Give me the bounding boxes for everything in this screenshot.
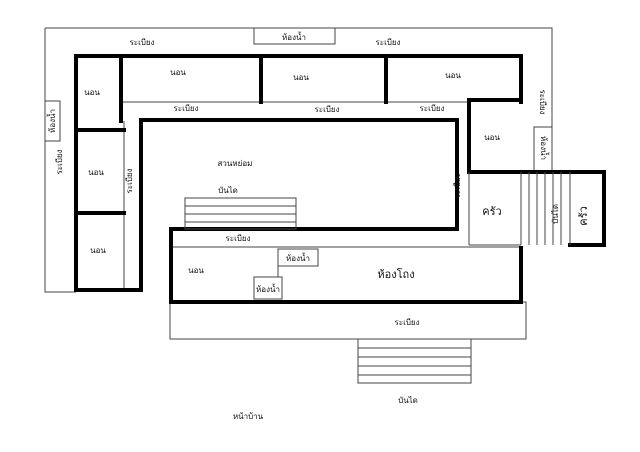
bedroom-2-label: นอน bbox=[293, 73, 309, 82]
stairs-right bbox=[528, 172, 562, 245]
veranda-left-label: ระเบียง bbox=[55, 149, 64, 174]
hall-label: ห้องโถง bbox=[377, 267, 414, 281]
veranda-inner-2-label: ระเบียง bbox=[315, 105, 340, 114]
bathroom-left-box bbox=[44, 100, 61, 142]
bedroom-1-label: นอน bbox=[170, 68, 186, 77]
bedroom-left-top-label: นอน bbox=[84, 88, 100, 97]
bathroom-right-label: ห้องน้ำ bbox=[539, 136, 550, 160]
veranda-top-right-label: ระเบียง bbox=[376, 38, 401, 47]
kitchen-left-label: ครัว bbox=[482, 205, 501, 218]
veranda-top-left-label: ระเบียง bbox=[130, 38, 155, 47]
bedroom-left-bottom-label: นอน bbox=[90, 246, 106, 255]
kitchen-right-label: ครัว bbox=[577, 206, 590, 225]
bedroom-3-label: นอน bbox=[445, 71, 461, 80]
bedroom-bottom-label: นอน bbox=[188, 266, 204, 275]
bathroom-bottom-2-label: ห้องน้ำ bbox=[256, 283, 280, 294]
stairs-center bbox=[184, 197, 297, 230]
veranda-inner-3-label: ระเบียง bbox=[420, 104, 445, 113]
veranda-mid-label: ระเบียง bbox=[226, 234, 251, 243]
house-front-label: หน้าบ้าน bbox=[233, 412, 264, 421]
bathroom-left-label: ห้องน้ำ bbox=[46, 109, 57, 133]
stairs-right-label: บันได bbox=[551, 204, 560, 224]
bottom-veranda bbox=[169, 301, 527, 340]
veranda-inner-1-label: ระเบียง bbox=[174, 104, 199, 113]
garden-label: สวนหย่อม bbox=[218, 159, 253, 168]
veranda-courtyard-label: ระเบียง bbox=[453, 173, 462, 198]
veranda-bottom-label: ระเบียง bbox=[395, 318, 420, 327]
stairs-bottom bbox=[357, 338, 472, 384]
bedroom-right-label: นอน bbox=[484, 133, 500, 142]
bathroom-bottom-2-box bbox=[253, 276, 283, 300]
veranda-left-inner-label: ระเบียง bbox=[125, 168, 134, 193]
veranda-right-top-label: ระเบียง bbox=[538, 90, 547, 115]
main-walls bbox=[74, 54, 606, 304]
bathroom-bottom-1-label: ห้องน้ำ bbox=[286, 252, 310, 263]
stairs-bottom-label: บันได bbox=[398, 396, 418, 405]
bathroom-bottom-1-box bbox=[277, 248, 319, 267]
stairs-center-label: บันได bbox=[218, 186, 238, 195]
bedroom-left-mid-label: นอน bbox=[88, 168, 104, 177]
bathroom-top-box bbox=[253, 27, 336, 45]
bathroom-top-label: ห้องน้ำ bbox=[282, 31, 306, 42]
